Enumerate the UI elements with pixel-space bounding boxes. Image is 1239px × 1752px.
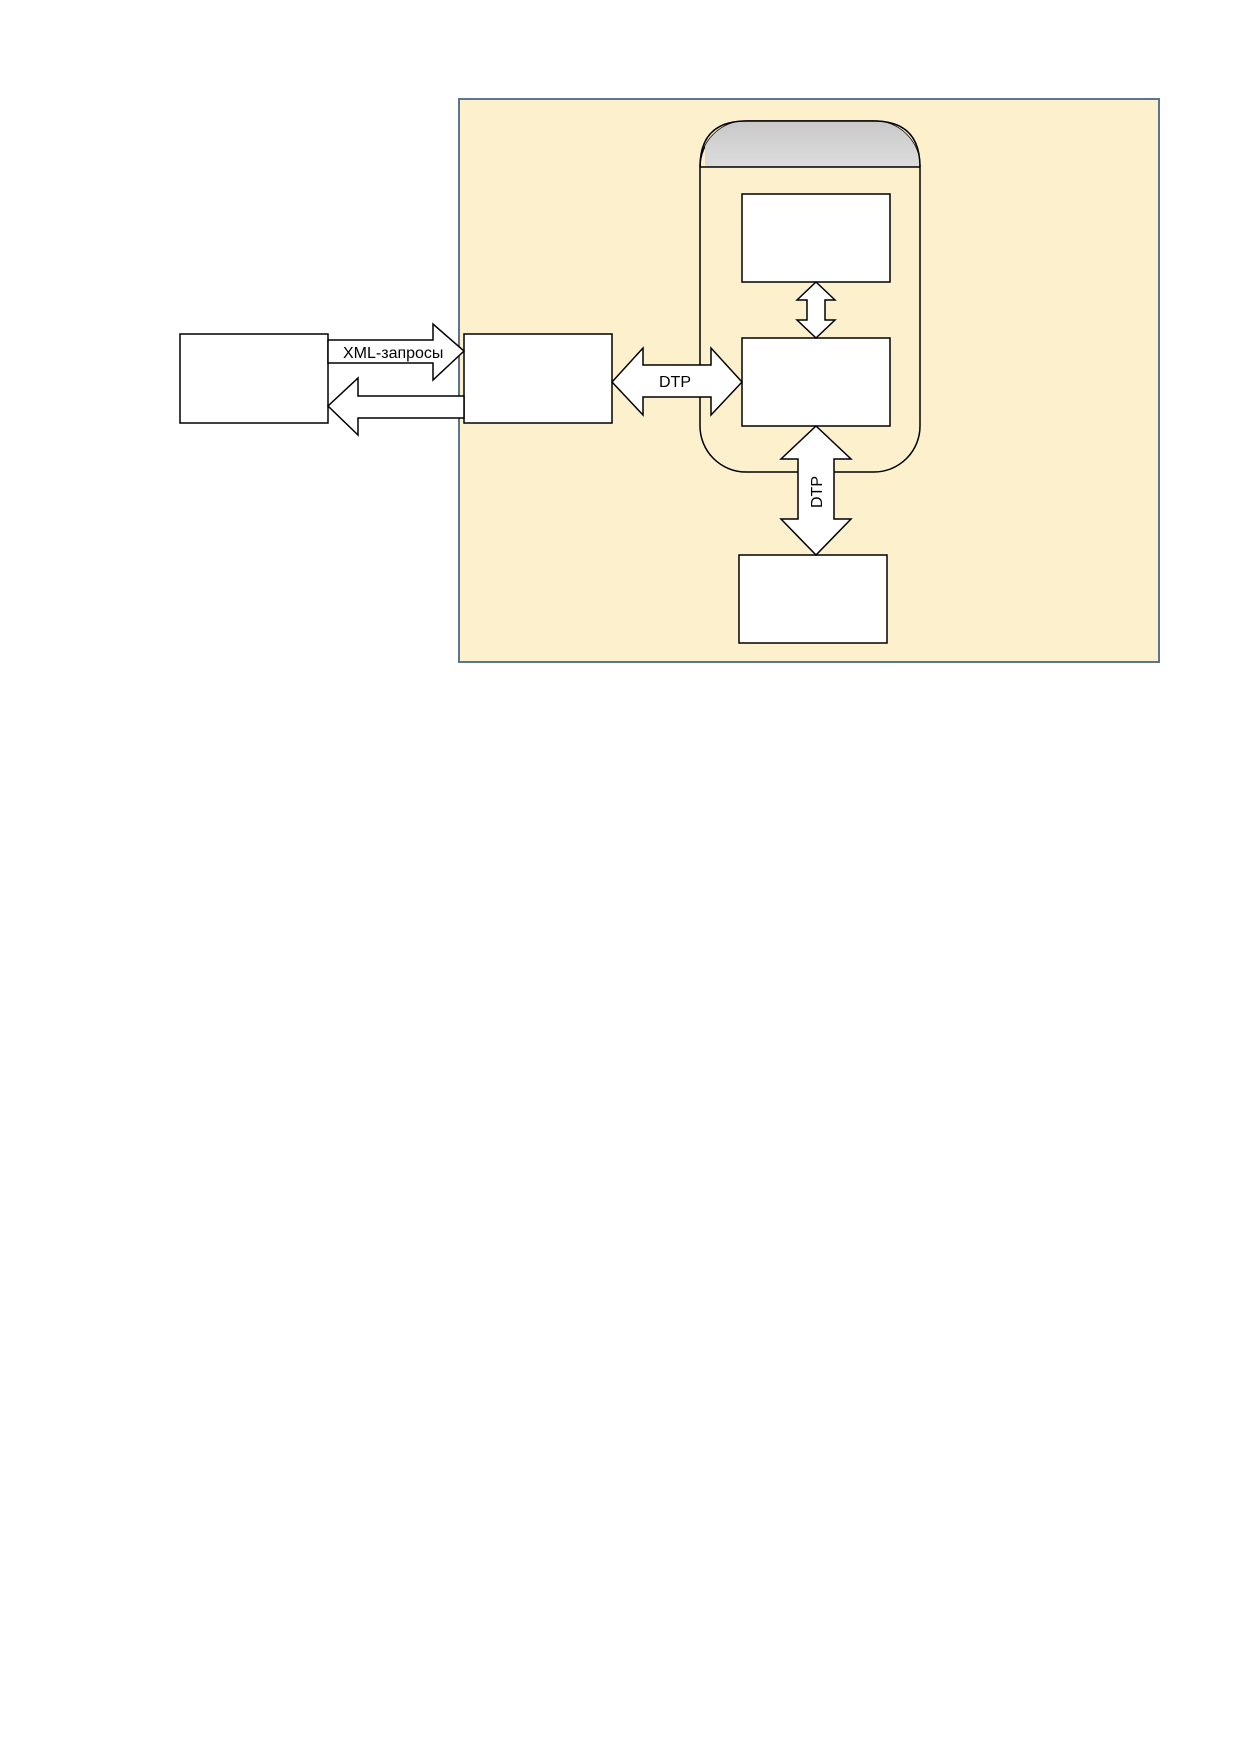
- dtp-horizontal-label: DTP: [659, 374, 691, 391]
- xml-response-arrow: [326, 376, 465, 437]
- internal-link-arrow: [795, 280, 837, 340]
- inner-group-header: [705, 121, 920, 167]
- dtp-vertical-arrow: [779, 424, 853, 557]
- dtp-vertical-label: DTP: [809, 476, 826, 508]
- gateway-box: [463, 333, 613, 424]
- client-box: [179, 333, 329, 424]
- xml-request-label: XML-запросы: [343, 345, 443, 362]
- inner-group-header-outline: [699, 120, 921, 168]
- core-service-box: [741, 337, 891, 427]
- top-service-box: [741, 193, 891, 283]
- storage-box: [738, 554, 888, 644]
- dtp-horizontal-arrow: [610, 346, 744, 417]
- xml-request-arrow: [327, 322, 466, 382]
